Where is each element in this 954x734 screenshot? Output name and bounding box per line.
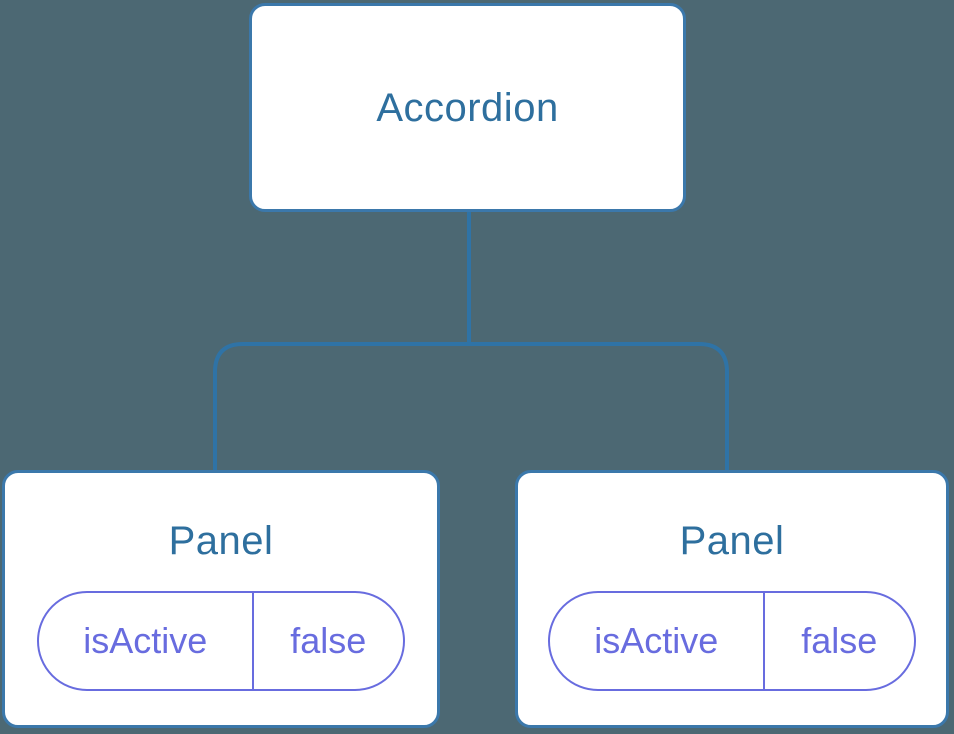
panel-node-label: Panel	[679, 519, 785, 563]
state-pill: isActive false	[548, 591, 916, 691]
state-key-label: isActive	[39, 593, 254, 689]
state-value-label: false	[801, 620, 878, 661]
panel-node-label: Panel	[168, 519, 274, 563]
connector-branch	[213, 342, 729, 472]
state-value-label: false	[290, 620, 367, 661]
accordion-node: Accordion	[249, 3, 686, 212]
state-key-label: isActive	[550, 593, 765, 689]
accordion-node-label: Accordion	[376, 85, 559, 130]
state-pill: isActive false	[37, 591, 405, 691]
panel-node-right: Panel isActive false	[515, 470, 949, 728]
panel-node-left: Panel isActive false	[2, 470, 440, 728]
